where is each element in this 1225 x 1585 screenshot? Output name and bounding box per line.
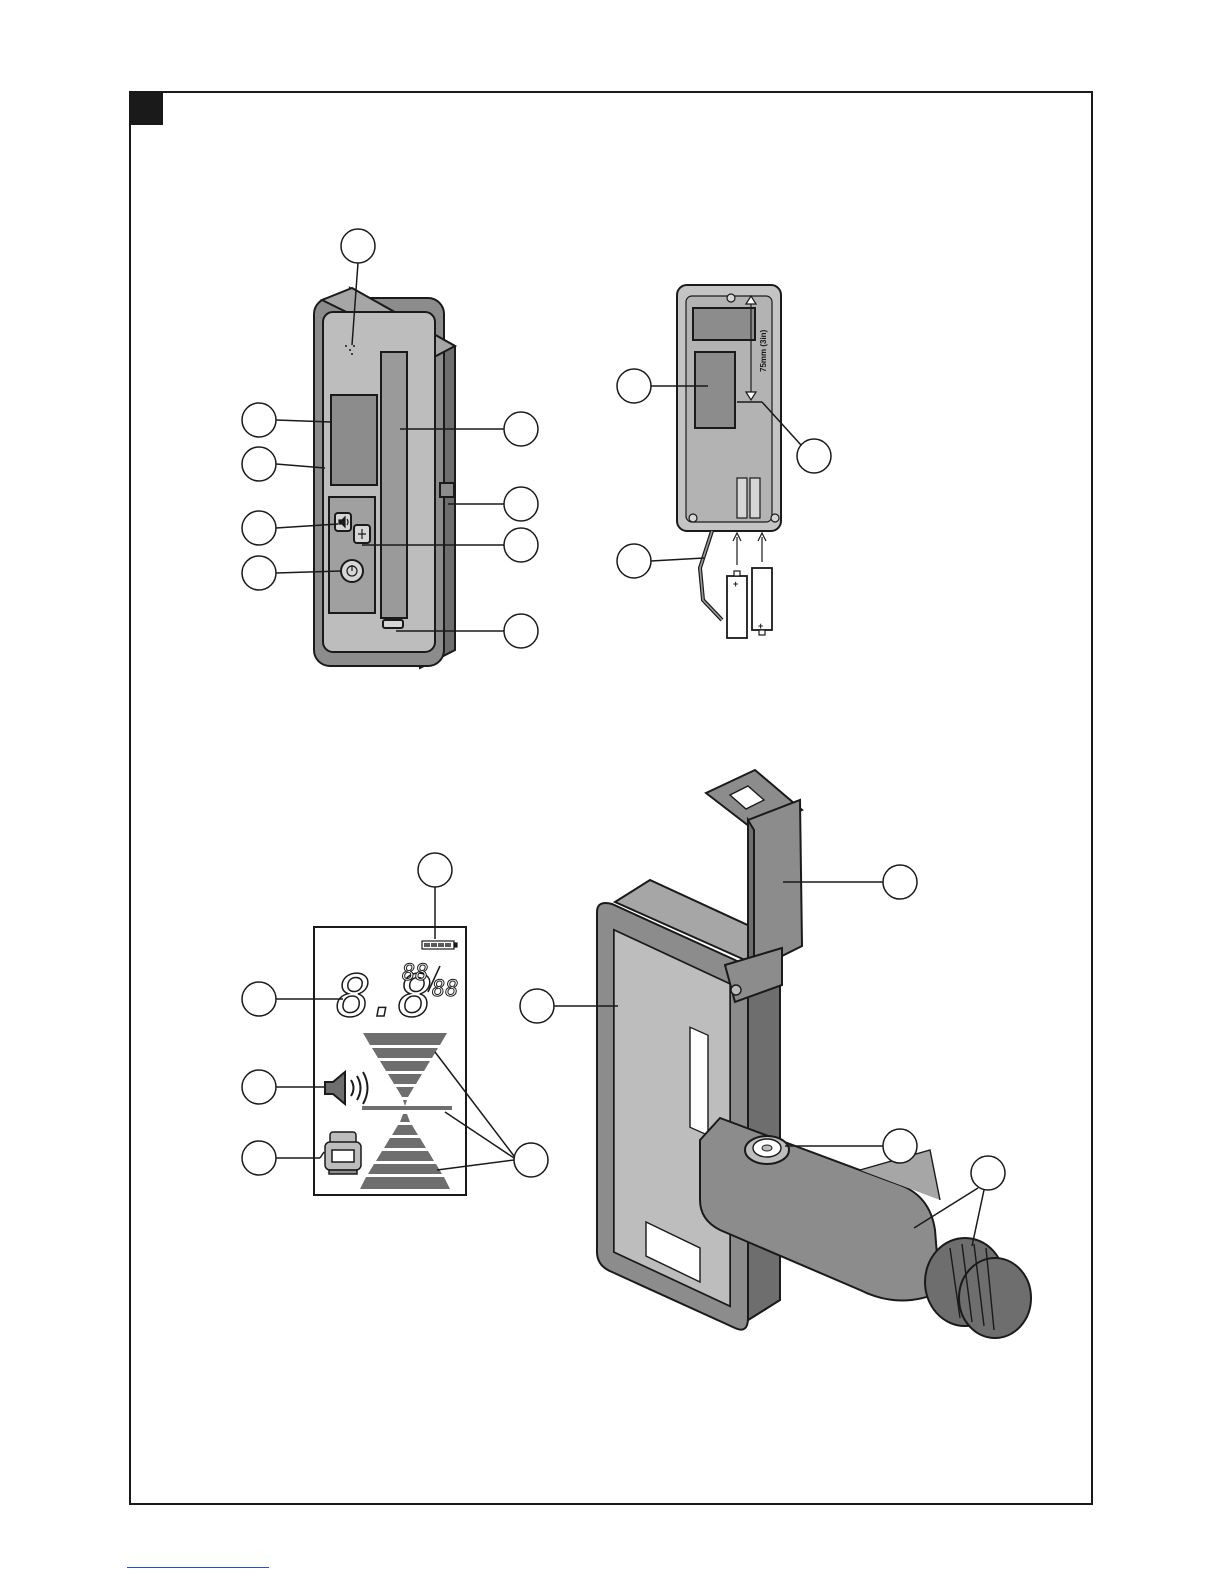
battery-plus-sign: + xyxy=(733,579,738,589)
callout-circle xyxy=(242,447,276,481)
receiver-holder xyxy=(597,770,1031,1338)
callout-circle xyxy=(971,1156,1005,1190)
laser-icon xyxy=(325,1132,361,1174)
marking-notch xyxy=(383,620,403,628)
battery-icon xyxy=(422,941,457,949)
callout-circle xyxy=(797,439,831,473)
battery-door xyxy=(700,531,722,620)
adjustment-knob xyxy=(925,1238,1031,1338)
battery-plus-sign: + xyxy=(758,621,763,631)
battery-compartment-cell xyxy=(737,478,747,518)
callout-circle xyxy=(617,544,651,578)
label-plate xyxy=(695,352,735,428)
display-panel: 8.8 88 88 xyxy=(314,927,466,1195)
unit-fraction-bottom: 88 xyxy=(432,977,459,1002)
spacing-label: 75mm (3in) xyxy=(759,329,768,372)
detection-window xyxy=(381,352,407,618)
battery-compartment-cell xyxy=(750,478,760,518)
callout-circle xyxy=(341,229,375,263)
side-notch xyxy=(440,483,454,497)
callout-circle xyxy=(514,1143,548,1177)
clip-slot-top xyxy=(693,308,755,340)
receiver-back-view xyxy=(677,285,781,531)
callout-circle xyxy=(504,528,538,562)
callout-circle xyxy=(504,487,538,521)
callout-circle xyxy=(242,1070,276,1104)
receiver-front-view xyxy=(314,288,455,668)
callout-circle xyxy=(242,556,276,590)
callout-circle xyxy=(418,853,452,887)
holder-slot xyxy=(690,1027,708,1135)
callout-circle xyxy=(242,1141,276,1175)
callout-circle xyxy=(242,982,276,1016)
callout-circle xyxy=(883,1129,917,1163)
display-window xyxy=(331,395,377,485)
holder-clip xyxy=(748,800,802,970)
callout-circle xyxy=(504,412,538,446)
unit-fraction-top: 88 xyxy=(402,961,429,986)
on-plane-bar xyxy=(362,1106,452,1110)
bubble-level-icon xyxy=(745,1136,789,1164)
footer-rule xyxy=(127,1567,269,1568)
callout-circle xyxy=(617,369,651,403)
callout-circle xyxy=(504,614,538,648)
holder-clip-edge xyxy=(748,820,754,970)
callout-circle xyxy=(242,403,276,437)
callout-circle xyxy=(242,511,276,545)
callout-circle xyxy=(883,865,917,899)
callout-circle xyxy=(520,989,554,1023)
